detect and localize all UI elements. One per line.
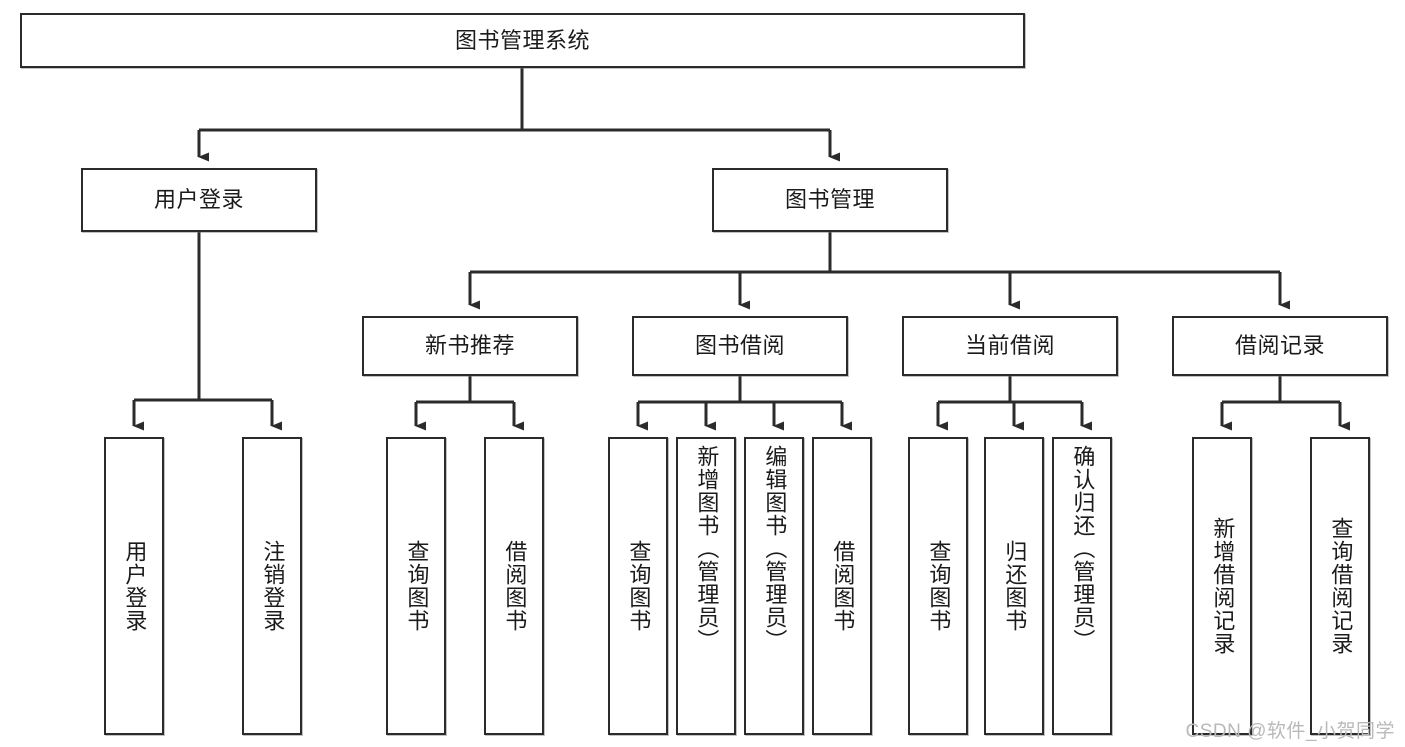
node-new-book-rec[interactable]: 新书推荐 (362, 316, 578, 376)
node-leaf-user-login-label: 用户登录 (122, 540, 148, 632)
node-new-book-rec-label: 新书推荐 (424, 333, 515, 358)
node-leaf-query-record[interactable]: 查询借阅记录 (1310, 437, 1370, 735)
node-leaf-query-book-current-label: 查询图书 (926, 540, 952, 632)
node-book-borrow-label: 图书借阅 (694, 333, 785, 358)
node-borrow-record[interactable]: 借阅记录 (1172, 316, 1388, 376)
node-leaf-edit-book-label: 编辑图书（管理员） (762, 445, 788, 652)
node-root[interactable]: 图书管理系统 (20, 13, 1025, 68)
node-leaf-add-record[interactable]: 新增借阅记录 (1192, 437, 1252, 735)
node-leaf-query-book-borrow-label: 查询图书 (626, 540, 652, 632)
node-book-manage[interactable]: 图书管理 (712, 168, 948, 232)
node-leaf-query-book-borrow[interactable]: 查询图书 (608, 437, 668, 735)
node-current-borrow-label: 当前借阅 (964, 333, 1055, 358)
node-root-label: 图书管理系统 (454, 27, 590, 53)
node-leaf-borrow-book-rec-label: 借阅图书 (502, 540, 528, 632)
node-leaf-query-book-current[interactable]: 查询图书 (908, 437, 968, 735)
node-user-login[interactable]: 用户登录 (81, 168, 317, 232)
node-book-manage-label: 图书管理 (784, 187, 875, 212)
node-borrow-record-label: 借阅记录 (1234, 333, 1325, 358)
node-leaf-query-book-rec[interactable]: 查询图书 (386, 437, 446, 735)
node-leaf-add-record-label: 新增借阅记录 (1210, 517, 1236, 655)
node-leaf-confirm-return-label: 确认归还（管理员） (1070, 445, 1096, 652)
node-leaf-edit-book[interactable]: 编辑图书（管理员） (744, 437, 804, 735)
node-leaf-logout-label: 注销登录 (260, 540, 286, 632)
node-user-login-label: 用户登录 (153, 187, 244, 212)
node-leaf-return-book-label: 归还图书 (1002, 540, 1028, 632)
node-leaf-query-book-rec-label: 查询图书 (404, 540, 430, 632)
watermark-text: CSDN @软件_小贺同学 (1185, 721, 1395, 742)
node-leaf-add-book[interactable]: 新增图书（管理员） (676, 437, 736, 735)
node-leaf-borrow-book[interactable]: 借阅图书 (812, 437, 872, 735)
node-leaf-query-record-label: 查询借阅记录 (1328, 517, 1354, 655)
node-leaf-user-login[interactable]: 用户登录 (104, 437, 164, 735)
node-current-borrow[interactable]: 当前借阅 (902, 316, 1118, 376)
node-leaf-borrow-book-label: 借阅图书 (830, 540, 856, 632)
node-leaf-borrow-book-rec[interactable]: 借阅图书 (484, 437, 544, 735)
node-leaf-logout[interactable]: 注销登录 (242, 437, 302, 735)
node-leaf-confirm-return[interactable]: 确认归还（管理员） (1052, 437, 1112, 735)
node-book-borrow[interactable]: 图书借阅 (632, 316, 848, 376)
node-leaf-add-book-label: 新增图书（管理员） (694, 445, 720, 652)
node-leaf-return-book[interactable]: 归还图书 (984, 437, 1044, 735)
